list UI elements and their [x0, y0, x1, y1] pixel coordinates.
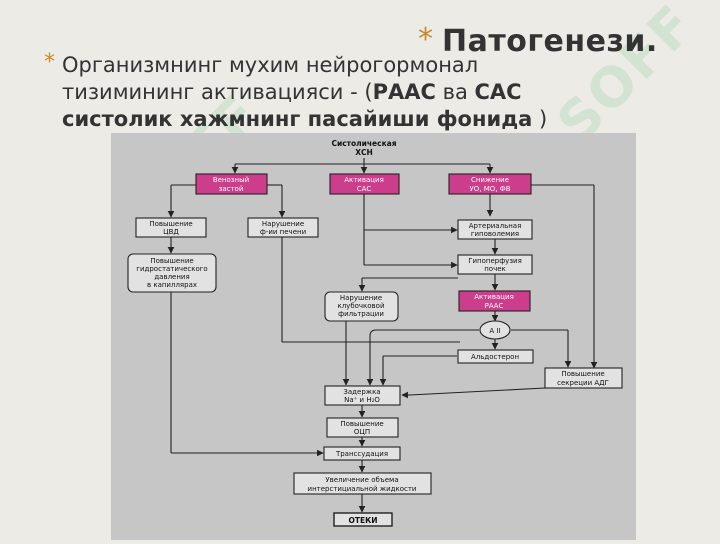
bullet-star-icon: * — [418, 22, 433, 57]
label-a2: А II — [489, 327, 500, 335]
label-sas: САС — [357, 185, 372, 193]
label-hydro: Повышение — [150, 257, 193, 265]
label-raas: Активация — [474, 293, 514, 301]
label-decrease: Снижение — [471, 176, 509, 184]
label-glom: клубочковой — [337, 302, 384, 310]
box-transudation — [323, 446, 401, 461]
label-hypovol: Артериальная — [469, 222, 522, 230]
box-decrease — [448, 173, 532, 195]
bullet-star-icon: * — [44, 50, 55, 75]
label-edema: ОТЕКИ — [348, 516, 377, 525]
label-cvd: ЦВД — [163, 228, 179, 236]
label-hypoperf: почек — [484, 265, 506, 273]
box-retention — [324, 385, 401, 406]
label-raas: РААС — [485, 302, 504, 310]
box-hypovol — [457, 219, 533, 240]
box-aldo — [457, 349, 534, 364]
label-venous: Венозный — [213, 176, 249, 184]
box-raas — [458, 290, 531, 312]
box-hydro — [127, 253, 217, 293]
box-venous — [195, 173, 268, 195]
label-hydro: гидростатического — [136, 265, 207, 273]
label-liver: Нарушение — [262, 220, 304, 228]
label-transudation: Транссудация — [335, 450, 388, 458]
label-liver: ф-ии печени — [260, 228, 306, 236]
label-retention: Na⁺ и H₂O — [344, 396, 380, 404]
paragraph-text: ) — [532, 107, 548, 131]
box-ocp — [326, 417, 399, 438]
paragraph-bold: САС — [474, 80, 522, 104]
box-cvd — [135, 217, 207, 238]
slide-paragraph: Организмнинг мухим нейрогормонал тизимин… — [62, 52, 662, 133]
label-fluid: интерстициальной жидкости — [308, 485, 417, 493]
label-adh: Повышение — [561, 370, 604, 378]
box-liver — [247, 217, 319, 238]
label-top: ХСН — [355, 148, 373, 157]
label-adh: секреции АДГ — [557, 379, 609, 387]
label-venous: застой — [219, 185, 244, 193]
label-hydro: в капиллярах — [147, 281, 197, 289]
box-a2 — [479, 320, 511, 340]
paragraph-text: ва — [435, 80, 475, 104]
label-hypovol: гиповолемия — [471, 230, 519, 238]
slide-title: Патогенези. — [442, 24, 658, 59]
label-decrease: УО, МО, ФВ — [469, 185, 510, 193]
box-edema — [333, 512, 393, 527]
label-ocp: Повышение — [340, 420, 383, 428]
pathogenesis-diagram-panel: Систолическая ХСН Венозный застой Актива… — [111, 133, 636, 540]
label-top: Систолическая — [331, 139, 396, 148]
pathogenesis-flowchart: Систолическая ХСН Венозный застой Актива… — [127, 139, 623, 527]
paragraph-line: тизимининг активацияси - ( — [62, 80, 373, 104]
label-glom: Нарушение — [340, 294, 382, 302]
label-hydro: давления — [154, 273, 189, 281]
label-fluid: Увеличение объема — [325, 476, 398, 484]
box-adh — [544, 367, 623, 389]
box-fluid — [293, 472, 432, 495]
label-glom: фильтрации — [338, 310, 384, 318]
paragraph-bold: систолик хажмнинг пасайиши фонида — [62, 107, 533, 131]
label-aldo: Альдостерон — [471, 353, 519, 361]
box-glom — [324, 291, 399, 322]
paragraph-bold: РААС — [372, 80, 436, 104]
label-retention: Задержка — [343, 388, 380, 396]
label-cvd: Повышение — [149, 220, 192, 228]
box-sas — [329, 173, 400, 195]
box-hypoperf — [457, 254, 533, 275]
paragraph-line: Организмнинг мухим нейрогормонал — [62, 53, 479, 77]
label-ocp: ОЦП — [354, 428, 370, 436]
label-hypoperf: Гипоперфузия — [468, 257, 522, 265]
label-sas: Активация — [344, 176, 384, 184]
